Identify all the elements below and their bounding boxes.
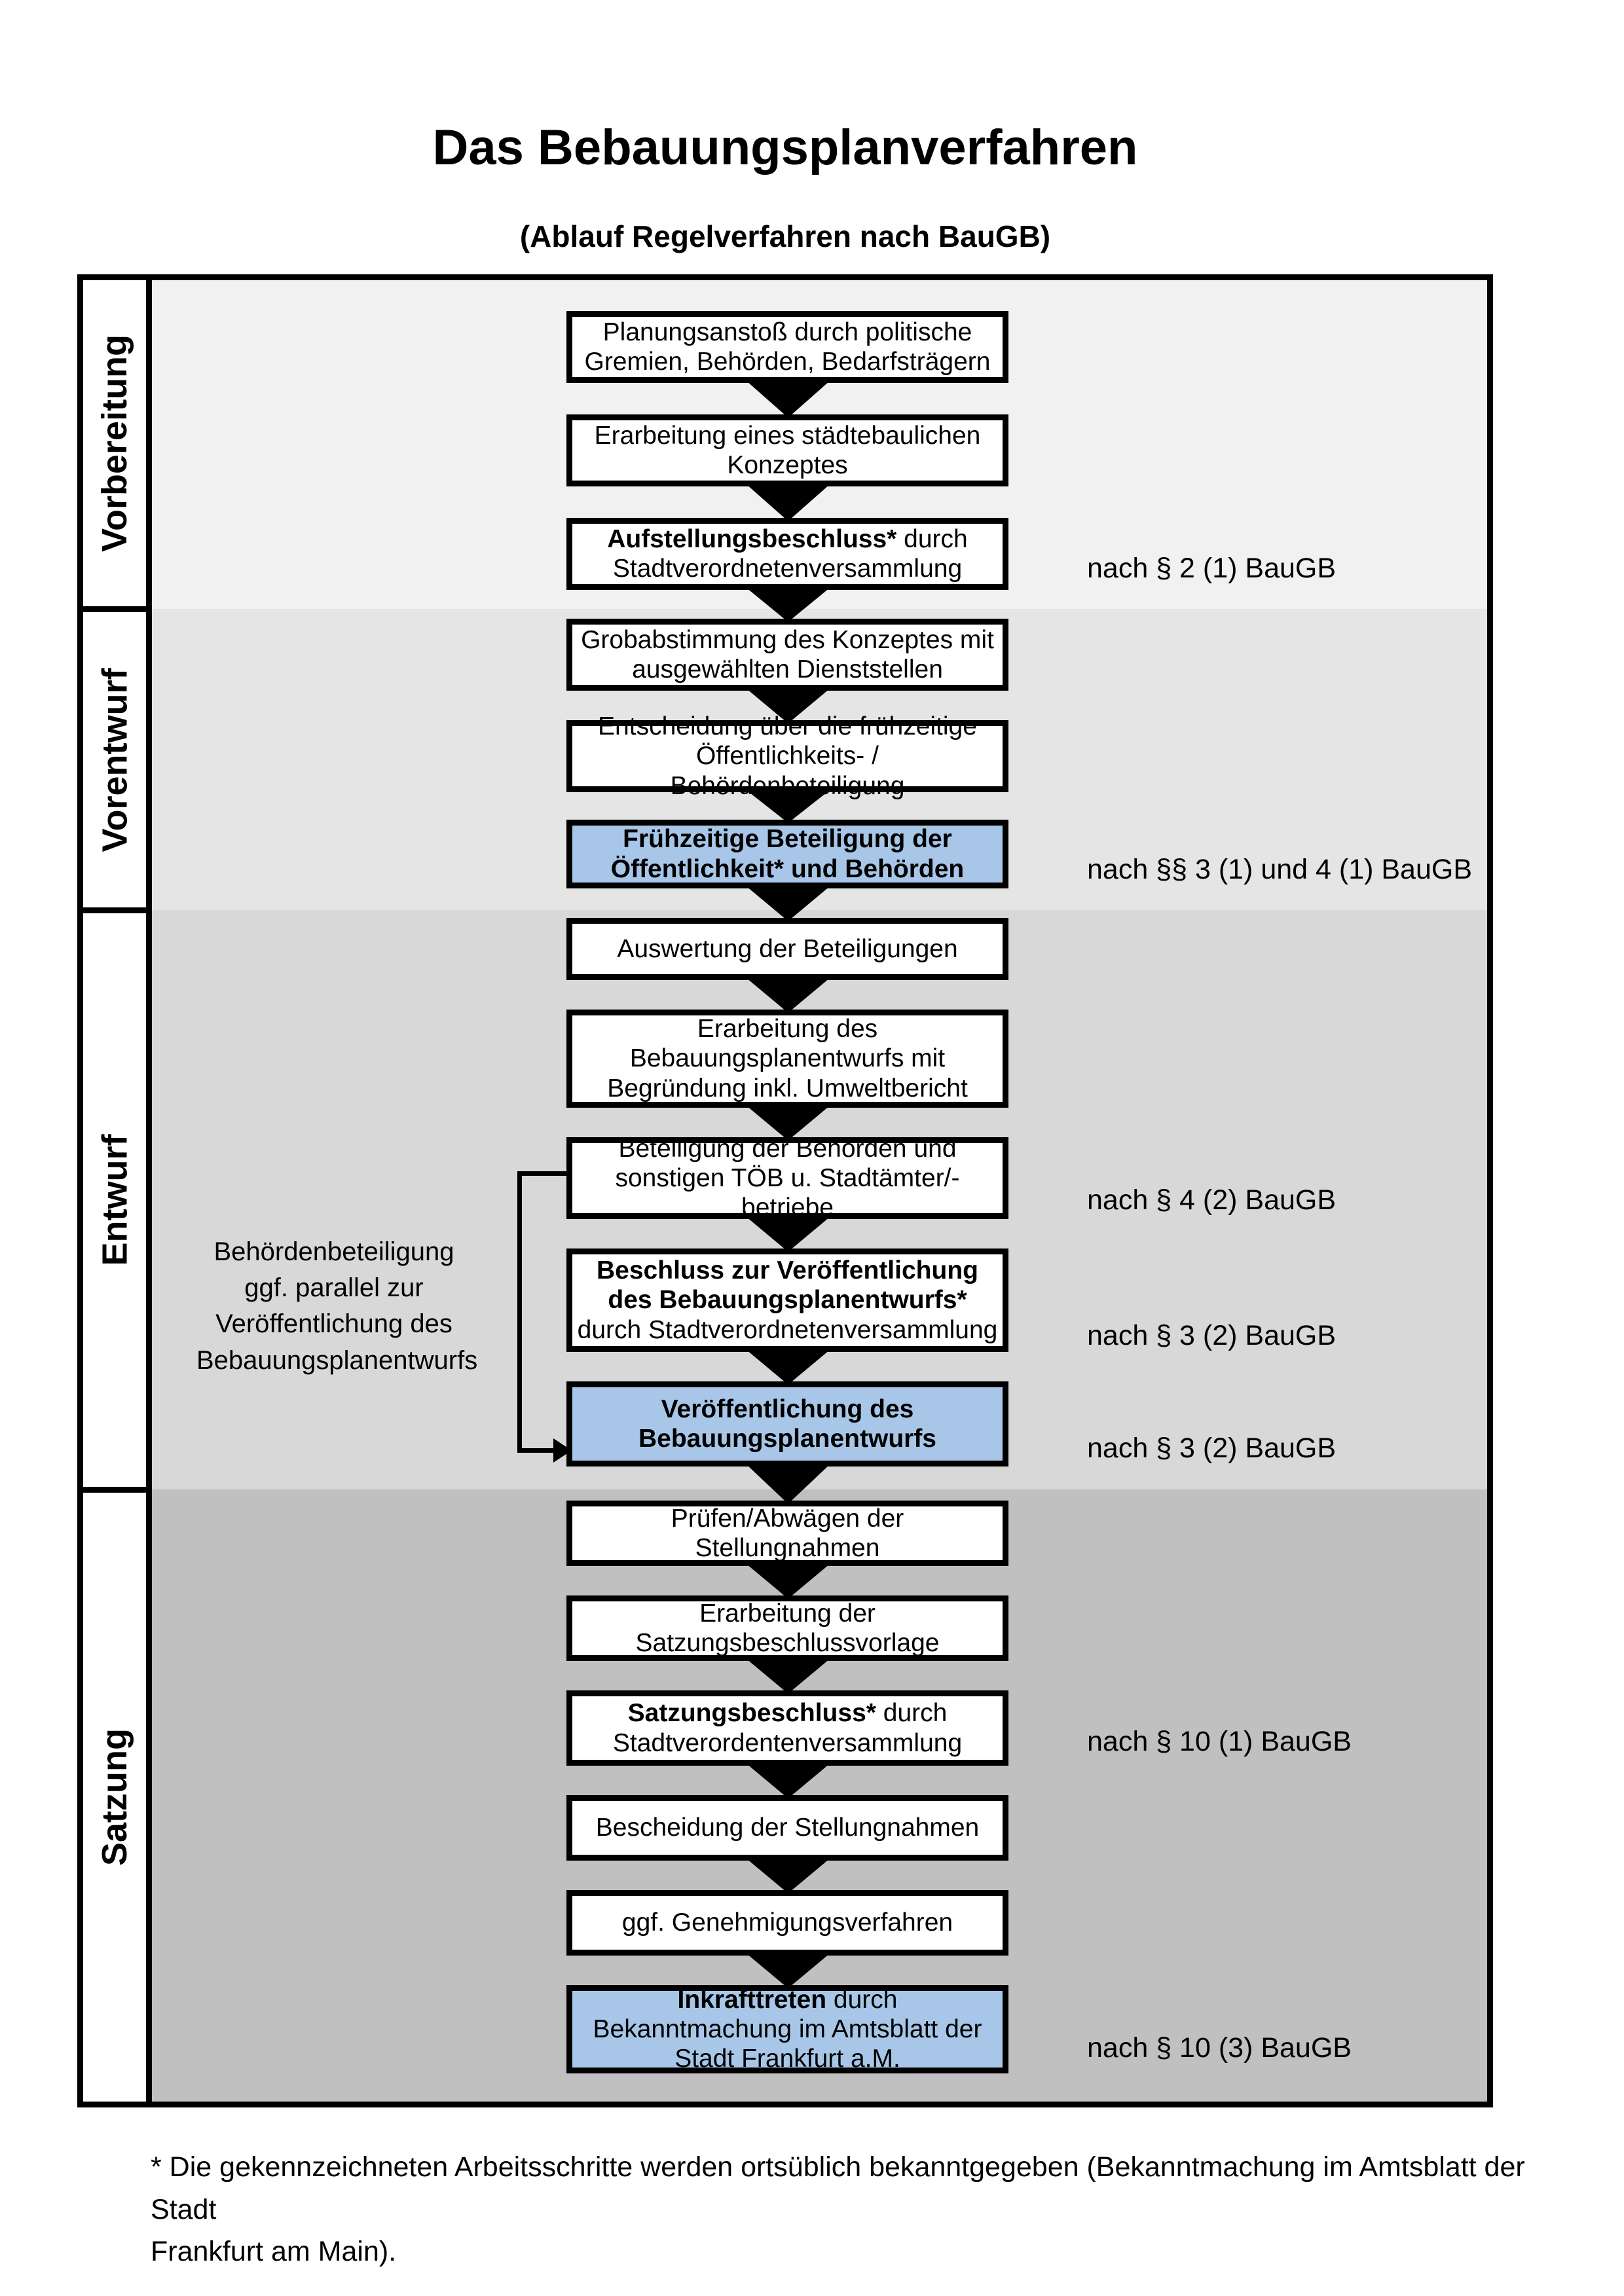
phase-label-vorentwurf: Vorentwurf [83, 612, 146, 907]
page-title: Das Bebauungsplanverfahren [432, 120, 1138, 175]
phase-label-text: Vorentwurf [95, 668, 134, 852]
footnote: * Die gekennzeichneten Arbeitsschritte w… [151, 2146, 1552, 2273]
parallel-note-line: Bebauungsplanentwurfs [196, 1345, 478, 1375]
phase-band-entwurf [152, 910, 1487, 1489]
phase-label-text: Entwurf [95, 1134, 135, 1266]
phase-label-text: Vorbereitung [95, 334, 135, 553]
footnote-line: Frankfurt am Main). [151, 2236, 397, 2267]
phase-label-text: Satzung [95, 1728, 134, 1866]
phase-band-satzung [152, 1489, 1487, 2102]
parallel-note-line: Veröffentlichung des [215, 1309, 452, 1339]
parallel-note-line: ggf. parallel zur [244, 1273, 424, 1303]
phase-divider [83, 907, 152, 913]
label-column-divider [146, 280, 152, 2102]
parallel-branch-line [517, 1448, 555, 1453]
parallel-branch-line [517, 1171, 522, 1453]
parallel-note: Behördenbeteiligung ggf. parallel zur Ve… [196, 1234, 478, 1379]
phase-label-entwurf: Entwurf [83, 913, 146, 1487]
footnote-line: * Die gekennzeichneten Arbeitsschritte w… [151, 2151, 1525, 2225]
phase-band-vorbereitung [152, 280, 1487, 609]
phase-band-vorentwurf [152, 609, 1487, 910]
phase-divider [83, 606, 152, 612]
parallel-branch-line [517, 1171, 570, 1176]
parallel-note-line: Behördenbeteiligung [213, 1237, 454, 1266]
page-subtitle: (Ablauf Regelverfahren nach BauGB) [519, 219, 1051, 253]
phase-label-satzung: Satzung [83, 1493, 146, 2102]
phase-label-vorbereitung: Vorbereitung [83, 280, 146, 606]
phase-divider [83, 1487, 152, 1493]
